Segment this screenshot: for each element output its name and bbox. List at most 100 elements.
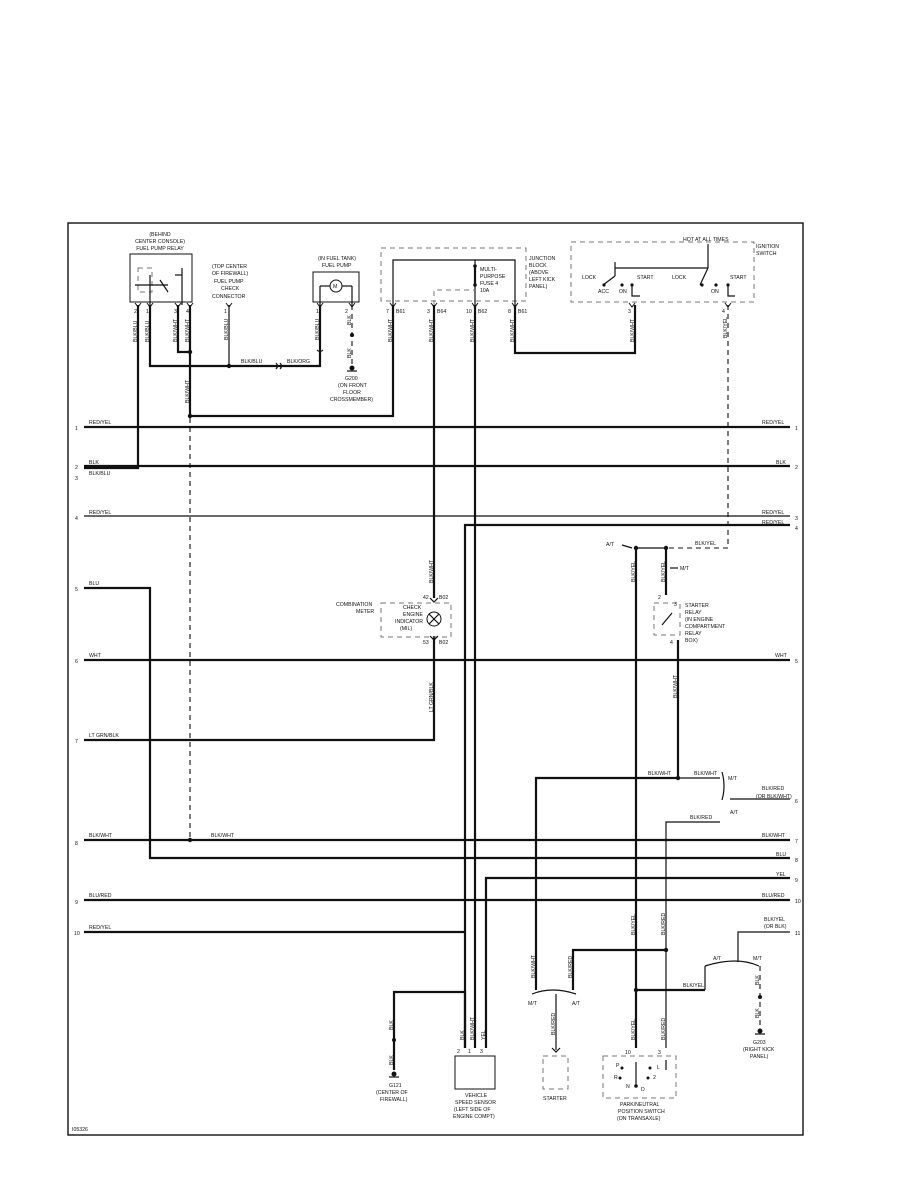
svg-text:7: 7 [75, 739, 78, 745]
svg-text:BLU: BLU [776, 852, 786, 858]
svg-text:R: R [614, 1075, 618, 1081]
svg-text:IGNITION: IGNITION [756, 244, 779, 250]
svg-text:START: START [637, 275, 654, 281]
svg-text:42: 42 [423, 595, 429, 601]
starter-relay-area: A/T BLK/YEL BLK/YEL M/T 2 3 STARTER RELA… [606, 542, 726, 1048]
svg-text:RED/YEL: RED/YEL [762, 520, 784, 526]
svg-text:PURPOSE: PURPOSE [480, 274, 506, 280]
svg-text:CHECK: CHECK [403, 605, 422, 611]
svg-text:FUSE 4: FUSE 4 [480, 281, 498, 287]
svg-text:BLK/YEL: BLK/YEL [723, 317, 729, 338]
g203-branch: BLK/YEL (OR BLK) A/T M/T BLK BLK G203 (R… [704, 917, 790, 1060]
svg-text:3: 3 [427, 309, 430, 315]
svg-text:(IN FUEL TANK): (IN FUEL TANK) [318, 256, 356, 262]
svg-text:(LEFT SIDE OF: (LEFT SIDE OF [454, 1107, 491, 1113]
svg-text:ENGINE: ENGINE [403, 612, 423, 618]
fuel-pump: (IN FUEL TANK) FUEL PUMP M 1 2 [312, 256, 360, 315]
svg-text:1: 1 [795, 426, 798, 432]
svg-text:INDICATOR: INDICATOR [395, 619, 423, 625]
svg-text:5: 5 [75, 587, 78, 593]
svg-text:(ON TRANSAXLE): (ON TRANSAXLE) [617, 1116, 661, 1122]
svg-text:OF FIREWALL): OF FIREWALL) [212, 271, 248, 277]
svg-text:3: 3 [174, 309, 177, 315]
svg-text:YEL: YEL [776, 872, 786, 878]
svg-text:WHT: WHT [89, 653, 102, 659]
svg-text:A/T: A/T [572, 1001, 581, 1007]
svg-text:BLK/YEL: BLK/YEL [661, 561, 667, 582]
svg-text:M: M [333, 284, 337, 290]
svg-text:BLK/YEL: BLK/YEL [695, 541, 716, 547]
svg-text:BLK/YEL: BLK/YEL [764, 917, 785, 923]
svg-text:10: 10 [466, 309, 472, 315]
svg-text:B61: B61 [396, 309, 405, 315]
svg-text:2: 2 [658, 595, 661, 601]
svg-text:4: 4 [722, 309, 725, 315]
svg-text:2: 2 [345, 309, 348, 315]
svg-text:BLK/WHT: BLK/WHT [648, 771, 672, 777]
svg-text:BLK: BLK [389, 1020, 395, 1030]
svg-text:BOX): BOX) [685, 638, 698, 644]
svg-text:BLK/WHT: BLK/WHT [429, 559, 435, 583]
svg-text:(ABOVE: (ABOVE [529, 270, 549, 276]
svg-text:ON: ON [619, 289, 627, 295]
svg-text:A/T: A/T [606, 542, 615, 548]
svg-text:CENTER CONSOLE): CENTER CONSOLE) [135, 239, 185, 245]
svg-text:BLK/WHT: BLK/WHT [531, 954, 537, 978]
svg-text:METER: METER [356, 609, 374, 615]
svg-text:BLK/WHT: BLK/WHT [630, 318, 636, 342]
svg-text:(TOP CENTER: (TOP CENTER [212, 264, 247, 270]
fuel-pump-relay: (BEHIND CENTER CONSOLE) FUEL PUMP RELAY … [129, 232, 193, 315]
svg-text:B64: B64 [437, 309, 446, 315]
svg-text:10: 10 [795, 899, 801, 905]
svg-text:5: 5 [795, 659, 798, 665]
svg-text:(RIGHT KICK: (RIGHT KICK [743, 1047, 775, 1053]
svg-text:BLK/BLU: BLK/BLU [241, 359, 263, 365]
svg-text:LOCK: LOCK [582, 275, 597, 281]
svg-text:START: START [730, 275, 747, 281]
svg-text:BLK: BLK [347, 315, 353, 325]
svg-text:BLK/WHT: BLK/WHT [388, 318, 394, 342]
combination-meter: BLK/WHT 42 B02 COMBINATION METER CHECK E… [336, 559, 452, 712]
svg-text:7: 7 [386, 309, 389, 315]
svg-text:BLK/WHT: BLK/WHT [470, 318, 476, 342]
svg-text:RED/YEL: RED/YEL [89, 925, 111, 931]
svg-text:PANEL): PANEL) [529, 284, 548, 290]
svg-text:4: 4 [795, 526, 798, 532]
svg-text:B62: B62 [478, 309, 487, 315]
svg-text:4: 4 [186, 309, 189, 315]
svg-text:BLK/BLU: BLK/BLU [89, 471, 111, 477]
svg-text:BLK/WHT: BLK/WHT [89, 833, 113, 839]
svg-text:1: 1 [75, 426, 78, 432]
svg-text:FLOOR: FLOOR [343, 390, 361, 396]
svg-text:3: 3 [628, 309, 631, 315]
svg-text:ENGINE COMPT): ENGINE COMPT) [453, 1114, 495, 1120]
svg-text:BLK: BLK [89, 460, 99, 466]
svg-text:10: 10 [625, 1050, 631, 1056]
svg-text:RED/YEL: RED/YEL [762, 510, 784, 516]
svg-text:CONNECTOR: CONNECTOR [212, 294, 246, 300]
svg-text:BLK/YEL: BLK/YEL [683, 983, 704, 989]
svg-text:RED/YEL: RED/YEL [89, 420, 111, 426]
svg-text:(CENTER OF: (CENTER OF [376, 1090, 408, 1096]
svg-text:BLK: BLK [460, 1030, 466, 1040]
svg-text:BLK/YEL: BLK/YEL [631, 914, 637, 935]
left-circuit-labels: 1 RED/YEL 2 BLK 3 BLK/BLU 4 RED/YEL 5 BL… [74, 420, 119, 937]
svg-text:(MIL): (MIL) [400, 626, 412, 632]
svg-text:BLK: BLK [755, 975, 761, 985]
svg-text:M/T: M/T [680, 566, 690, 572]
svg-text:A/T: A/T [713, 956, 722, 962]
svg-text:BLK/YEL: BLK/YEL [631, 1019, 637, 1040]
svg-text:BLU/RED: BLU/RED [762, 893, 785, 899]
svg-text:SWITCH: SWITCH [756, 251, 777, 257]
svg-text:L: L [657, 1065, 660, 1071]
svg-text:RED/YEL: RED/YEL [89, 510, 111, 516]
svg-text:3: 3 [480, 1049, 483, 1055]
svg-text:LOCK: LOCK [672, 275, 687, 281]
starter: BLK/WHT BLK/RED M/T A/T BLK/RED STARTER [528, 954, 581, 1102]
svg-text:6: 6 [795, 799, 798, 805]
svg-text:HOT AT ALL TIMES: HOT AT ALL TIMES [683, 237, 729, 243]
svg-text:FUEL PUMP: FUEL PUMP [322, 263, 352, 269]
svg-text:BLK: BLK [347, 348, 353, 358]
park-neutral-position-switch: BLK/YEL BLK/RED 10 3 P R N D 2 L PARK/NE… [602, 1018, 677, 1122]
